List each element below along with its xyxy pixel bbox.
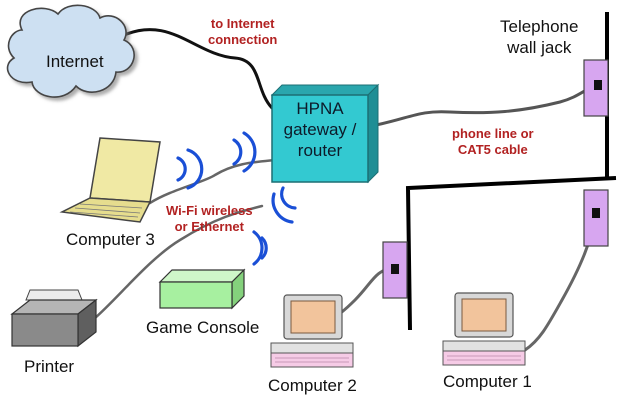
computer3-label: Computer 3 — [66, 230, 155, 249]
to-internet-label: to Internet connection — [208, 16, 278, 47]
computer1-label: Computer 1 — [443, 372, 532, 391]
router-label: HPNA gateway / router — [283, 99, 357, 160]
laptop-icon — [59, 137, 161, 223]
router-icon — [270, 83, 380, 184]
wall-jack-icon — [583, 59, 609, 117]
wall-jack-icon — [382, 241, 408, 299]
wall-jack-icon — [583, 189, 609, 247]
printer-cable — [93, 204, 264, 320]
internet-label: Internet — [46, 52, 104, 71]
wifi-label: Wi-Fi wireless or Ethernet — [166, 203, 253, 234]
phone-line-label: phone line or CAT5 cable — [452, 126, 534, 157]
desktop-computer-icon — [270, 294, 354, 368]
telephone-jack-label: Telephone wall jack — [500, 17, 579, 57]
desktop-computer-icon — [442, 292, 526, 366]
internet-cable — [120, 28, 274, 110]
wifi-waves-icon — [176, 131, 297, 266]
phone-line-cable — [374, 86, 592, 127]
wall-lower — [405, 176, 617, 331]
printer-label: Printer — [24, 357, 75, 376]
game-console-label: Game Console — [146, 318, 260, 337]
game-console-icon — [158, 268, 246, 310]
printer-icon — [10, 289, 98, 348]
cloud-icon — [6, 4, 135, 98]
laptop-cable — [148, 158, 277, 205]
computer2-label: Computer 2 — [268, 376, 357, 395]
